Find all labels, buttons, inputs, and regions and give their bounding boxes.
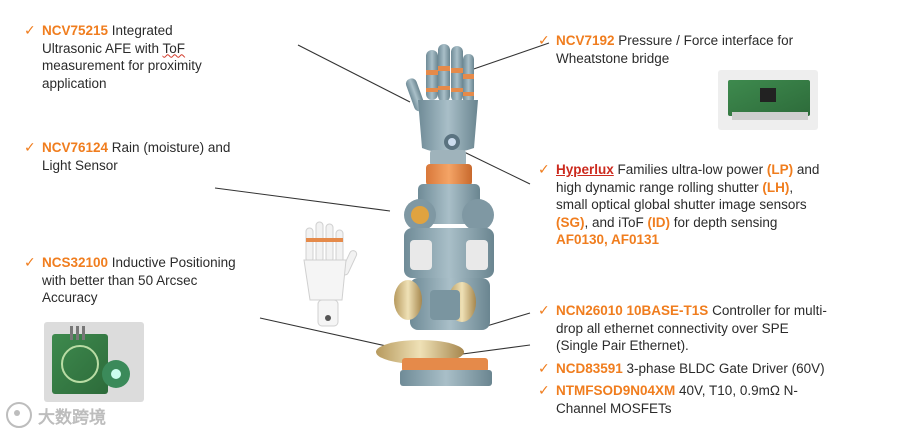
callout-ntmfsod9n04xm: ✓ NTMFSOD9N04XM 40V, T10, 0.9mΩ N- Chann… [538, 382, 798, 416]
part-number: NCV76124 [42, 140, 109, 155]
watermark: 大数跨境 [6, 402, 106, 428]
ncs32100-board-photo [44, 322, 144, 402]
callout-ncv7192: ✓ NCV7192 Pressure / Force interface for… [538, 32, 794, 66]
robot-fingers [405, 44, 474, 112]
part-number: NCD83591 [556, 361, 623, 376]
check-icon: ✓ [24, 22, 36, 38]
part-number: NCS32100 [42, 255, 109, 270]
part-number: NCV7192 [556, 33, 615, 48]
part-number: NCN26010 10BASE-T1S [556, 303, 709, 318]
callout-ncd83591: ✓ NCD83591 3-phase BLDC Gate Driver (60V… [538, 360, 825, 376]
watermark-text: 大数跨境 [38, 407, 106, 427]
callout-ncs32100: ✓ NCS32100 Inductive Positioning with be… [24, 254, 236, 305]
watermark-logo-icon [6, 402, 32, 428]
part-numbers: AF0130, AF0131 [556, 232, 660, 247]
check-icon: ✓ [538, 32, 550, 48]
check-icon: ✓ [538, 382, 550, 398]
check-icon: ✓ [538, 360, 550, 376]
callout-ncn26010: ✓ NCN26010 10BASE-T1S Controller for mul… [538, 302, 827, 353]
robot-palm [418, 100, 478, 153]
check-icon: ✓ [538, 302, 550, 318]
leader-lines [214, 42, 550, 358]
callout-ncv75215: ✓ NCV75215 Integrated Ultrasonic AFE wit… [24, 22, 202, 91]
check-icon: ✓ [24, 254, 36, 270]
robot-wrist [430, 150, 466, 166]
brand-name: Hyperlux [556, 162, 614, 177]
check-icon: ✓ [24, 139, 36, 155]
callout-hyperlux: ✓ Hyperlux Families ultra-low power (LP)… [538, 161, 820, 247]
callout-ncv76124: ✓ NCV76124 Rain (moisture) and Light Sen… [24, 139, 231, 173]
part-number: NCV75215 [42, 23, 109, 38]
white-robot-hand [303, 221, 358, 327]
robot-base [400, 370, 492, 386]
check-icon: ✓ [538, 161, 550, 177]
part-number: NTMFSOD9N04XM [556, 383, 676, 398]
ncv7192-board-photo [718, 70, 818, 130]
